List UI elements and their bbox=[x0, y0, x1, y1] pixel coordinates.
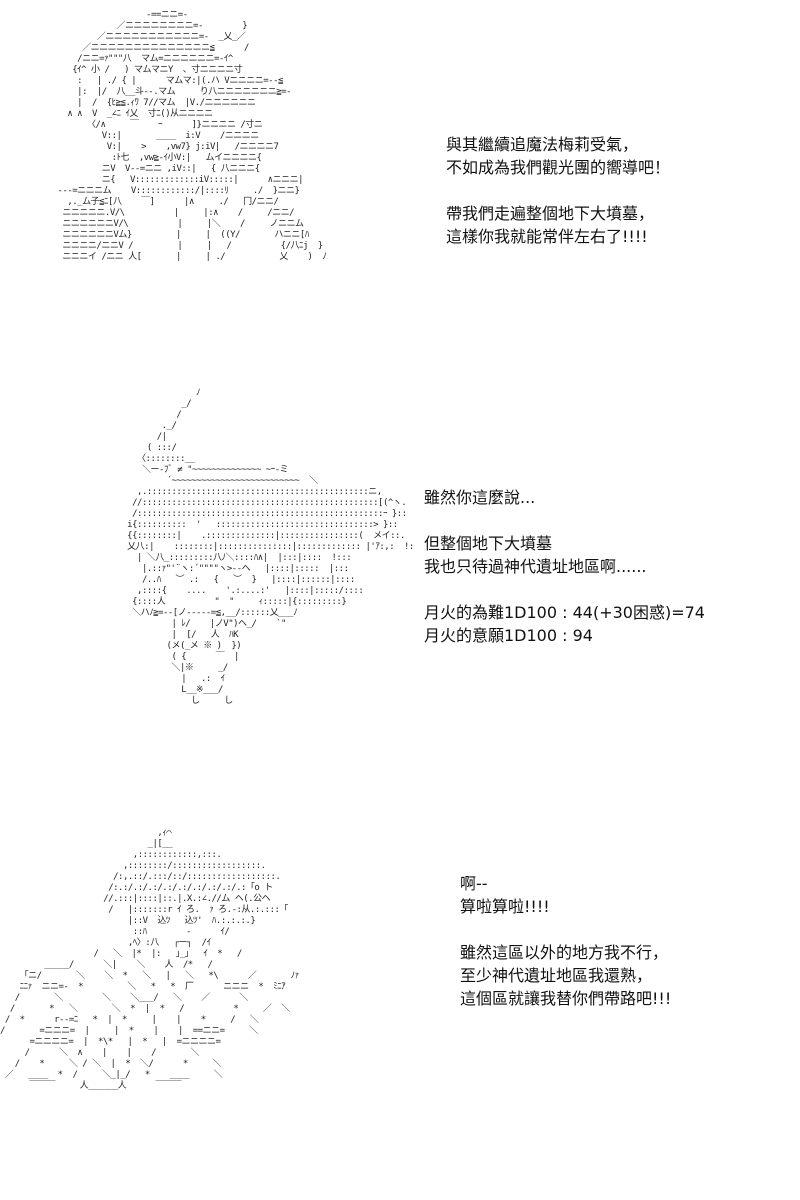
dialogue-line: 與其繼續追魔法梅莉受氣， bbox=[446, 135, 639, 154]
dialogue-1: 與其繼續追魔法梅莉受氣， 不如成為我們觀光團的嚮導吧！ 帶我們走遍整個地下大墳墓… bbox=[446, 133, 670, 248]
dialogue-line: 雖然你這麼說... bbox=[424, 488, 536, 507]
dialogue-line: 但整個地下大墳墓 bbox=[424, 534, 553, 553]
dice-roll-line: 月火的為難1D100 : 44(+30困惑)=74 bbox=[424, 603, 705, 622]
dialogue-line: 不如成為我們觀光團的嚮導吧！ bbox=[446, 158, 671, 177]
character-three-ascii-art: ,ｨ⌒ _|[__ ,::::::::::::,:::. ,::::::::/:… bbox=[0, 828, 299, 1091]
panel-1: -==ニニ=- ／ニニニニニニニニ=- } ／ニニニニニニニニニニニ=- _乂_… bbox=[0, 0, 800, 380]
dialogue-line: 啊-- bbox=[460, 874, 488, 893]
dialogue-line: 我也只待過神代遺址地區啊...... bbox=[424, 557, 647, 576]
dialogue-line: 雖然這區以外的地方我不行， bbox=[460, 943, 669, 962]
dialogue-line: 算啦算啦!!!! bbox=[460, 897, 550, 916]
dialogue-line: 這樣你我就能常伴左右了!!!! bbox=[446, 227, 648, 246]
dialogue-3: 啊-- 算啦算啦!!!! 雖然這區以外的地方我不行， 至少神代遺址地區我還熟， … bbox=[460, 872, 671, 1010]
dialogue-line: 帶我們走遍整個地下大墳墓， bbox=[446, 204, 655, 223]
dialogue-gap bbox=[424, 578, 705, 601]
panel-2: ﾉ _/ / ._/ /| ( :::/ 〈::::::::__ ＼ー-ﾌﾞ ≠… bbox=[0, 380, 800, 820]
character-one-ascii-art: -==ニニ=- ／ニニニニニニニニ=- } ／ニニニニニニニニニニニ=- _乂_… bbox=[57, 10, 327, 262]
dialogue-line: 這個區就讓我替你們帶路吧!!! bbox=[460, 989, 672, 1008]
dialogue-gap bbox=[424, 509, 705, 532]
dialogue-gap bbox=[446, 179, 670, 202]
dialogue-line: 至少神代遺址地區我還熟， bbox=[460, 966, 653, 985]
panel-3: ,ｨ⌒ _|[__ ,::::::::::::,:::. ,::::::::/:… bbox=[0, 820, 800, 1200]
dice-roll-line: 月火的意願1D100 : 94 bbox=[424, 626, 593, 645]
character-two-ascii-art: ﾉ _/ / ._/ /| ( :::/ 〈::::::::__ ＼ー-ﾌﾞ ≠… bbox=[127, 388, 414, 706]
dialogue-2: 雖然你這麼說... 但整個地下大墳墓 我也只待過神代遺址地區啊...... 月火… bbox=[424, 486, 705, 647]
dialogue-gap bbox=[460, 918, 671, 941]
